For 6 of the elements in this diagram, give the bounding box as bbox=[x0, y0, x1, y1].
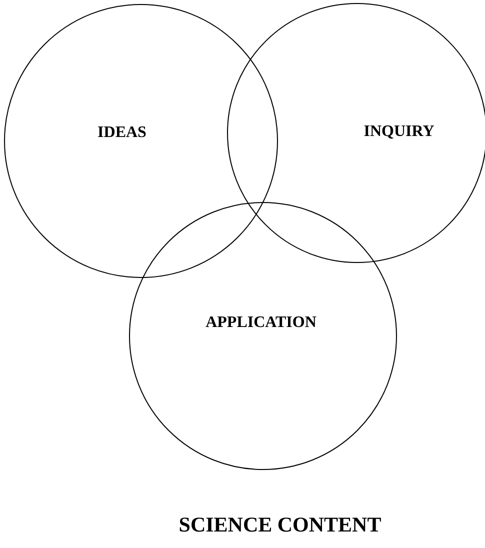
circle-label: APPLICATION bbox=[206, 314, 316, 332]
venn-circle bbox=[129, 202, 397, 470]
circle-label: IDEAS bbox=[98, 124, 146, 142]
circle-label: INQUIRY bbox=[364, 123, 434, 141]
caption: SCIENCE CONTENT bbox=[178, 512, 382, 538]
venn-circle bbox=[4, 4, 278, 278]
